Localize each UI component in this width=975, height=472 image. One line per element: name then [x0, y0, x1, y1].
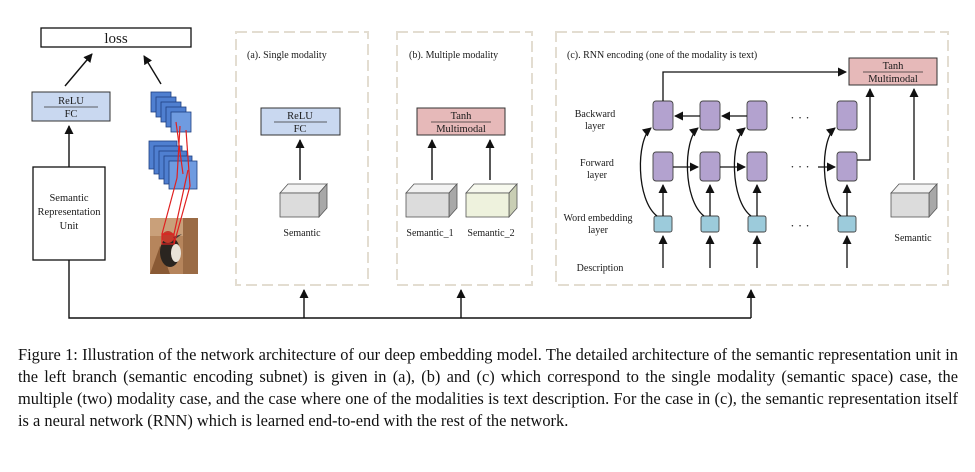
forward-layer-label-1: Forward	[580, 158, 614, 169]
loss-label: loss	[104, 31, 128, 47]
cnn-feature-maps-bottom	[148, 140, 198, 190]
panel-b-tanh-label: Tanh	[451, 111, 473, 122]
rnn-forward-cells	[652, 151, 858, 182]
architecture-diagram: loss ReLU FC Semantic Representation Uni…	[31, 27, 949, 319]
bird-input-image	[150, 218, 198, 274]
forward-cell-1	[652, 151, 674, 182]
rnn-backward-cells	[652, 100, 858, 131]
forward-cell-3	[746, 151, 768, 182]
panel-b-semantic-1-label: Semantic_1	[406, 228, 453, 239]
backward-cell-n	[836, 100, 858, 131]
panel-a: (a). Single modality ReLU FC Semantic	[235, 31, 369, 286]
panel-b-semantic-2-label: Semantic_2	[467, 228, 514, 239]
description-label: Description	[577, 263, 624, 274]
figure-caption: Figure 1: Illustration of the network ar…	[18, 345, 958, 430]
panel-b-tanh-multimodal-box	[416, 107, 506, 136]
relu-fc-box	[31, 91, 111, 122]
panel-c-multimodal-label: Multimodal	[868, 74, 918, 85]
unit-label-line-1: Semantic	[49, 193, 88, 204]
panel-a-relu-fc-box	[260, 107, 341, 136]
backward-cell-1	[652, 100, 674, 131]
backward-cell-3	[746, 100, 768, 131]
panel-b-title: (b). Multiple modality	[409, 50, 498, 61]
panel-b-semantic-2-cube	[465, 182, 518, 219]
word-embedding-cells	[653, 215, 857, 233]
forward-layer-label-2: layer	[587, 170, 608, 181]
embedding-ellipsis: · · ·	[790, 218, 810, 233]
embedding-cell-n	[837, 215, 857, 233]
left-branch: loss ReLU FC Semantic Representation Uni…	[31, 27, 198, 274]
unit-label-line-3: Unit	[60, 221, 79, 232]
backward-layer-label-2: layer	[585, 121, 606, 132]
forward-cell-n	[836, 151, 858, 182]
relu-label: ReLU	[58, 96, 84, 107]
panel-a-relu-label: ReLU	[287, 111, 313, 122]
panel-b-multimodal-label: Multimodal	[436, 124, 486, 135]
backward-ellipsis: · · ·	[790, 110, 810, 125]
backward-cell-2	[699, 100, 721, 131]
panel-a-semantic-label: Semantic	[283, 228, 321, 239]
forward-cell-2	[699, 151, 721, 182]
rnn-connections	[639, 67, 919, 268]
panel-a-title: (a). Single modality	[247, 50, 327, 61]
panel-c: (c). RNN encoding (one of the modality i…	[555, 31, 949, 286]
forward-ellipsis: · · ·	[790, 159, 810, 174]
panel-a-semantic-cube	[279, 182, 328, 219]
arrow-fc-to-loss	[64, 53, 93, 87]
panel-c-tanh-multimodal-box	[848, 57, 938, 86]
arrow-image-to-loss	[143, 55, 162, 85]
panel-a-fc-label: FC	[294, 124, 307, 135]
word-embedding-label-2: layer	[588, 225, 609, 236]
panel-b: (b). Multiple modality Tanh Multimodal S…	[396, 31, 533, 286]
cnn-feature-maps-top	[150, 91, 192, 133]
embedding-cell-2	[700, 215, 720, 233]
receptive-field-lines	[161, 121, 191, 245]
panel-b-semantic-1-cube	[405, 182, 458, 219]
unit-label-line-2: Representation	[38, 207, 102, 218]
loss-box	[40, 27, 192, 48]
embedding-cell-3	[747, 215, 767, 233]
embedding-cell-1	[653, 215, 673, 233]
unit-to-panels-connector	[68, 260, 756, 319]
panel-b-border	[396, 31, 533, 286]
panel-a-border	[235, 31, 369, 286]
panel-c-tanh-label: Tanh	[883, 61, 905, 72]
backward-layer-label-1: Backward	[575, 109, 616, 120]
panel-c-semantic-label: Semantic	[894, 233, 932, 244]
panel-c-semantic-cube	[890, 182, 938, 219]
panel-c-title: (c). RNN encoding (one of the modality i…	[567, 50, 757, 61]
fc-label: FC	[65, 109, 78, 120]
panel-c-border	[555, 31, 949, 286]
word-embedding-label-1: Word embedding	[564, 213, 633, 224]
